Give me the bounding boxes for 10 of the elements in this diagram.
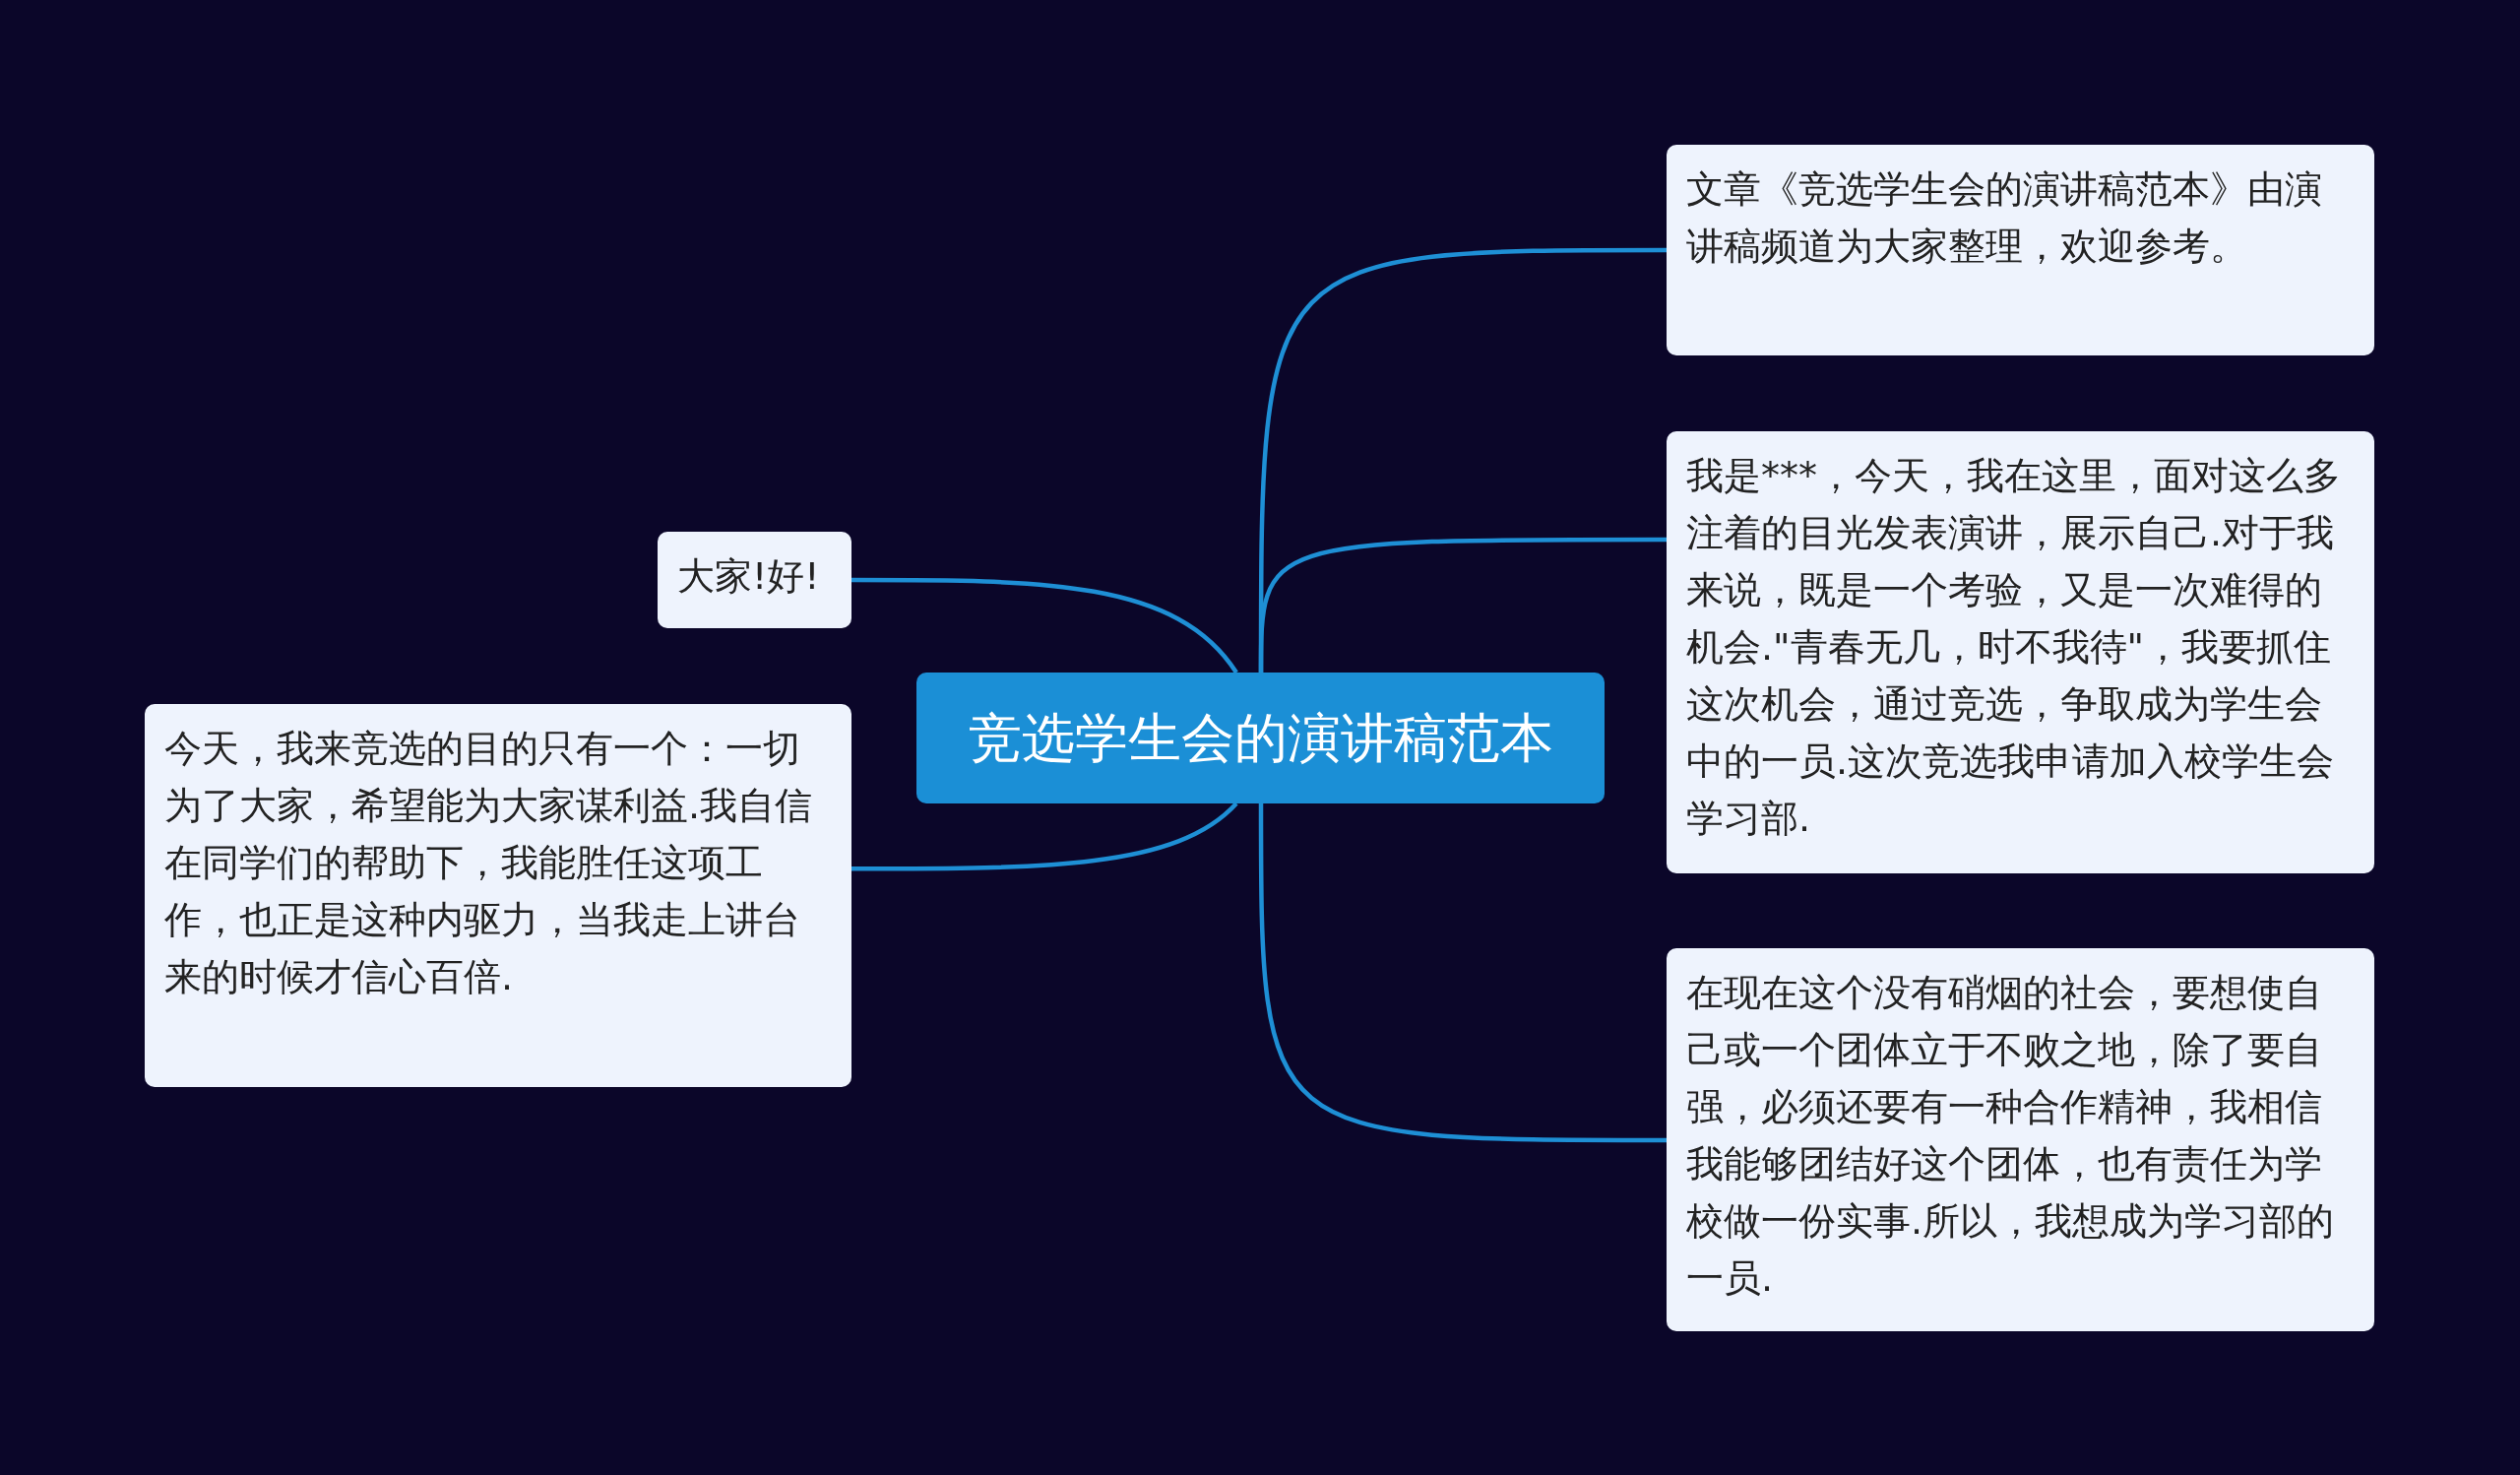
topic-box: 大家!好! bbox=[658, 532, 851, 628]
topic-box: 在现在这个没有硝烟的社会，要想使自己或一个团体立于不败之地，除了要自强，必须还要有一种合作精神，我相信我能够团结好这个团体，也有责任为学校做一份实事.所以，我想成为学习部的一员. bbox=[1667, 948, 2374, 1331]
connector bbox=[851, 802, 1238, 871]
connector bbox=[1258, 803, 1667, 1143]
connector bbox=[851, 577, 1238, 674]
topic-box: 我是***，今天，我在这里，面对这么多注着的目光发表演讲，展示自己.对于我来说，既是一个考验，又是一次难得的机会."青春无几，时不我待"，我要抓住这次机会，通过竞选，争取成为学生会中的一员.这次竞选我申请加入校学生会学习部. bbox=[1667, 431, 2374, 873]
connector bbox=[1258, 537, 1667, 673]
topic-box: 今天，我来竞选的目的只有一个：一切为了大家，希望能为大家谋利益.我自信在同学们的帮助下，我能胜任这项工作，也正是这种内驱力，当我走上讲台来的时候才信心百倍. bbox=[145, 704, 851, 1087]
central-topic-box: 竞选学生会的演讲稿范本 bbox=[916, 673, 1605, 803]
topic-box: 文章《竞选学生会的演讲稿范本》由演讲稿频道为大家整理，欢迎参考。 bbox=[1667, 145, 2374, 355]
